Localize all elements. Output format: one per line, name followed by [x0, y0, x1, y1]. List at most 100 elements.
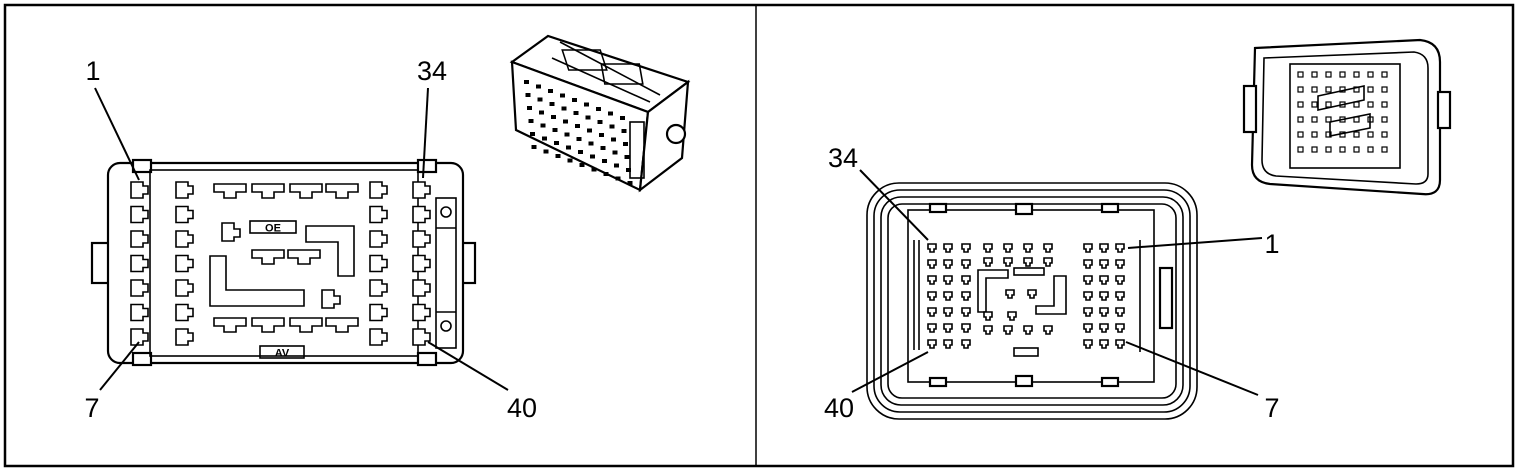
pin-cavity [130, 328, 149, 346]
rear-pin [1339, 71, 1346, 78]
pin-cavity-small [1083, 275, 1093, 285]
pin-cavity [369, 181, 388, 199]
rear-pin [1353, 71, 1360, 78]
bottom-left-notch [131, 351, 153, 367]
pin-cavity-small [1083, 291, 1093, 301]
iso-pin [591, 167, 597, 172]
rear-pin [1381, 131, 1388, 138]
pin-cavity [175, 303, 194, 322]
pin-cavity [412, 205, 431, 224]
right-pin-cavities [927, 243, 1125, 349]
pin-cavity-small [1005, 289, 1015, 299]
rear-pin [1353, 131, 1360, 138]
rear-pin [1297, 86, 1304, 93]
pin-cavity-small [1003, 243, 1013, 253]
pin-cavity [412, 328, 431, 346]
rear-pin [1297, 116, 1304, 123]
rear-pin [1367, 131, 1374, 138]
pin-cavity-small [1115, 259, 1125, 269]
pin-cavity [175, 254, 194, 273]
pin-cavity-small [961, 243, 971, 253]
pin-cavity-small [943, 243, 953, 253]
pin-cavity [175, 181, 194, 199]
rear-pin [1381, 86, 1388, 93]
connector-isometric-illustration [509, 34, 691, 193]
pin-cavity-small [1099, 243, 1109, 253]
label-pin-1: 1 [85, 56, 100, 86]
label-pin-34: 34 [417, 56, 447, 86]
right-connector-face-view: 34 1 40 7 [824, 38, 1452, 423]
pin-cavity [130, 205, 149, 224]
pin-cavity-small [1083, 259, 1093, 269]
pin-cavity [175, 328, 194, 346]
iso-pin [584, 102, 589, 107]
pin-cavity [130, 254, 149, 273]
bottom-mark-box [259, 345, 305, 359]
pin-cavity-small [943, 339, 953, 349]
rear-pin [1325, 131, 1332, 138]
pin-cavity-small [961, 275, 971, 285]
pin-cavity [175, 279, 194, 297]
rear-pin [1367, 86, 1374, 93]
leader-right-7 [1125, 341, 1259, 396]
top-left-notch [131, 158, 153, 174]
pin-cavity-small [927, 259, 937, 269]
pin-cavity-small [1083, 323, 1093, 333]
iso-pin [599, 133, 604, 137]
l-key-upper [305, 225, 355, 277]
iso-pin [590, 154, 595, 159]
iso-pin [530, 132, 535, 136]
pin-cavity-small [927, 307, 937, 317]
rear-pin [1353, 116, 1360, 123]
key-label-text: OE [265, 223, 281, 235]
iso-pin [608, 111, 613, 116]
pin-cavity-small [983, 257, 993, 267]
pin-cavity-small [1115, 307, 1125, 317]
pin-cavity-wide [287, 249, 321, 265]
label-pin-40: 40 [507, 393, 537, 423]
connector-rear-illustration [1242, 38, 1452, 196]
rear-pin [1339, 86, 1346, 93]
iso-pin [576, 137, 582, 141]
iso-pin [549, 102, 555, 106]
pin-cavity [175, 205, 194, 224]
lock-hole-bottom [440, 320, 452, 332]
iso-pin [536, 84, 541, 89]
iso-pin [600, 146, 606, 150]
iso-pin [551, 115, 556, 119]
iso-pin [566, 145, 571, 150]
iso-pin [552, 128, 558, 132]
iso-pin [627, 181, 633, 185]
pin-cavity [369, 254, 388, 273]
iso-pin [620, 116, 625, 120]
leader-pin34 [422, 87, 429, 179]
pin-cavity-small [1003, 257, 1013, 267]
rear-pin [1311, 71, 1318, 78]
leader-right-1 [1127, 237, 1263, 249]
pin-cavity [412, 230, 431, 248]
iso-pin [554, 141, 559, 145]
iso-pin [596, 107, 601, 111]
pin-cavity [412, 254, 431, 273]
leader-pin40 [427, 341, 509, 391]
iso-pin [531, 145, 537, 149]
l-key-lower [209, 255, 305, 307]
housing-outer [866, 182, 1198, 420]
pin-cavity-small [961, 307, 971, 317]
pin-cavity-wide [289, 317, 323, 333]
pin-cavity-small [1115, 339, 1125, 349]
pin-cavity-small [927, 291, 937, 301]
rear-pin [1339, 131, 1346, 138]
rear-pin [1311, 146, 1318, 153]
iso-pin [585, 115, 591, 120]
left-pin-cavities [130, 181, 431, 346]
pin-cavity-small [943, 291, 953, 301]
pin-cavity-wide [325, 183, 359, 199]
pin-cavity [369, 205, 388, 224]
iso-pin [560, 93, 565, 98]
pin-cavity-small [1043, 257, 1053, 267]
pin-cavity-wide [251, 317, 285, 333]
rear-pin [1381, 101, 1388, 108]
pin-cavity-small [961, 339, 971, 349]
iso-pin [626, 168, 631, 172]
